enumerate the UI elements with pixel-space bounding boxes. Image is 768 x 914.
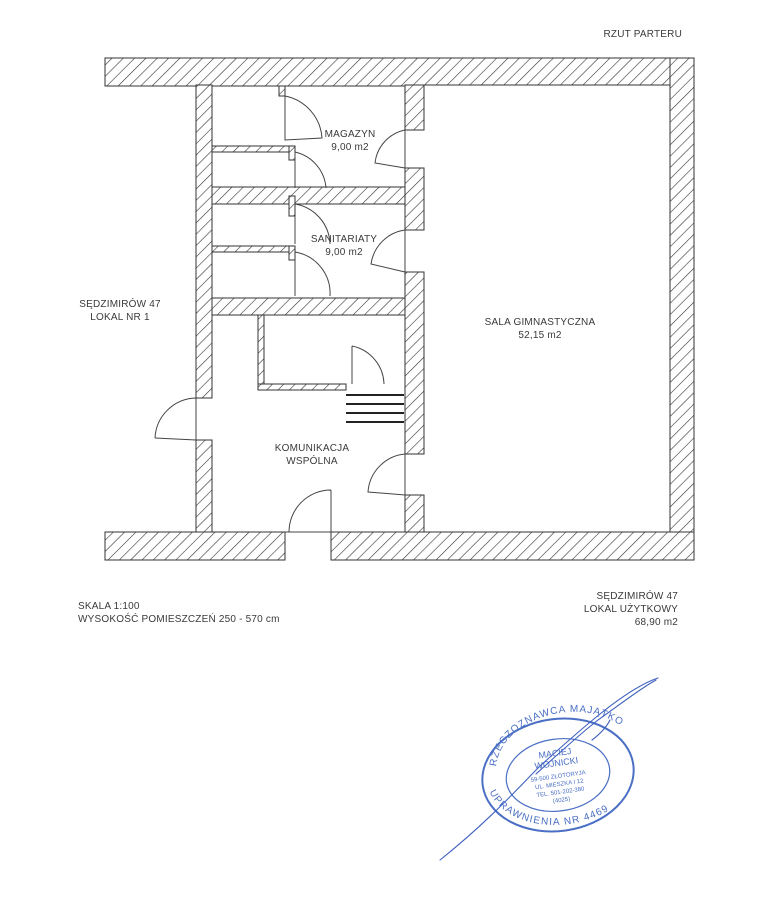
stub-4 [288,245,296,261]
outer-wall-top [104,57,695,87]
stamp-address-4: (4025) [553,797,571,805]
door-entrance-bottom [285,489,332,533]
unit-type: LOKAL UŻYTKOWY [583,604,678,615]
scale-notes: SKALA 1:100 WYSOKOŚĆ POMIESZCZEŃ 250 - 5… [78,600,280,626]
room-height-text: WYSOKOŚĆ POMIESZCZEŃ 250 - 570 cm [78,614,280,625]
room-label-magazyn: MAGAZYN 9,00 m2 [300,128,400,154]
stamp-ring-top: RZECZOZNAWCA MAJĄTKOWY [430,670,630,778]
neighbor-address: SĘDZIMIRÓW 47 [79,299,161,310]
room-name: SALA GIMNASTYCZNA [484,317,596,328]
scale-text: SKALA 1:100 [78,601,140,612]
stub-1 [278,85,286,97]
room-area: 9,00 m2 [325,247,363,258]
partition-3 [211,245,296,253]
door-magazyn-bottom [294,151,327,189]
inner-wall-gym-4 [404,494,425,533]
partition-1 [211,145,296,153]
partition-4 [211,297,406,316]
neighbor-unit: LOKAL NR 1 [90,312,150,323]
stairs [346,394,404,423]
door-gym-2 [370,229,406,273]
door-sanit-bottom [294,251,331,297]
outer-wall-right [669,57,695,561]
door-stair [351,345,385,385]
appraiser-stamp: RZECZOZNAWCA MAJĄTKOWY UPRAWNIENIA NR 44… [430,670,659,861]
signature [439,677,659,861]
inner-wall-gym-1 [404,84,425,131]
stair-wall-bottom [257,383,347,391]
inner-wall-gym-3 [404,271,425,455]
inner-wall-gym-2 [404,167,425,231]
door-gym-1 [374,129,406,169]
stair-wall-left [257,314,265,391]
outer-wall-left-top [195,84,213,399]
room-label-sala: SALA GIMNASTYCZNA 52,15 m2 [470,316,610,342]
stub-2 [288,145,296,161]
outer-wall-bottom-right [330,531,695,561]
plan-title: RZUT PARTERU [603,29,682,40]
walls [104,57,695,561]
outer-wall-left-bottom [195,439,213,533]
neighbor-left-label: SĘDZIMIRÓW 47 LOKAL NR 1 [70,298,170,324]
unit-area: 68,90 m2 [634,617,678,628]
room-label-komunikacja: KOMUNIKACJA WSPÓLNA [262,442,362,468]
room-name: KOMUNIKACJA [274,443,350,454]
door-gym-3 [367,453,406,496]
stub-3 [288,195,296,217]
unit-address: SĘDZIMIRÓW 47 [596,591,678,602]
room-area: 9,00 m2 [331,142,369,153]
doors [154,95,406,533]
room-name: SANITARIATY [310,234,378,245]
unit-summary: SĘDZIMIRÓW 47 LOKAL UŻYTKOWY 68,90 m2 [584,590,678,629]
room-name: MAGAZYN [324,129,376,140]
outer-wall-bottom-left [104,531,286,561]
room-name-2: WSPÓLNA [286,456,338,467]
door-magazyn-top [284,95,323,141]
room-label-sanitariaty: SANITARIATY 9,00 m2 [294,233,394,259]
room-area: 52,15 m2 [518,330,562,341]
door-sanit-top [294,203,331,245]
partition-2 [211,186,406,205]
door-entrance-left [154,397,197,440]
